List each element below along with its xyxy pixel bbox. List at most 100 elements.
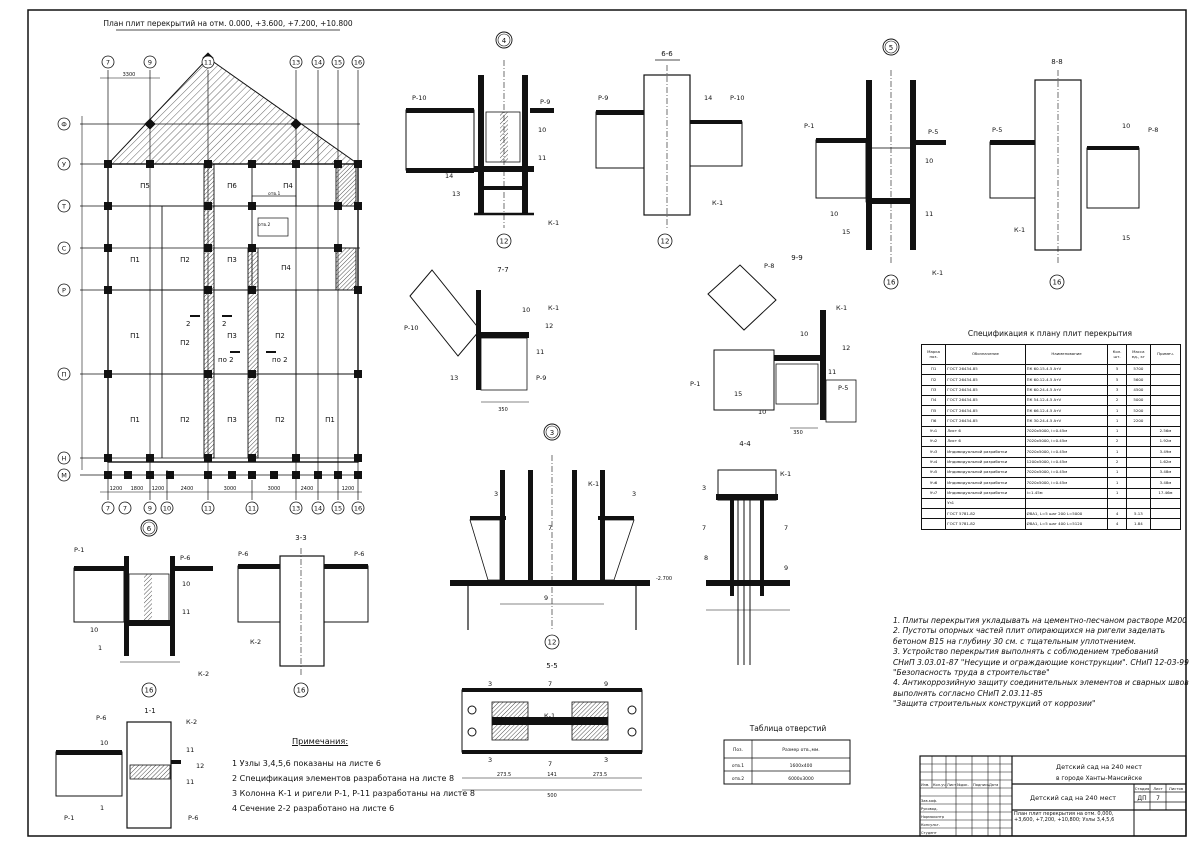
axis-label: Т: [61, 203, 66, 211]
spec-cell: П2: [920, 374, 947, 386]
spec-header: Наименование: [1024, 344, 1109, 365]
part-label: Р-6: [354, 550, 364, 558]
slab-label: П2: [275, 332, 285, 340]
slab-label: П2: [275, 416, 285, 424]
axis-label: 11: [204, 59, 212, 67]
part-number: 12: [196, 762, 204, 770]
notes-block: 1. Плиты перекрытия укладывать на цемент…: [893, 616, 1189, 710]
axis-label: 9: [148, 505, 152, 513]
part-number: 3: [488, 680, 492, 688]
part-number: 14: [445, 172, 453, 180]
spec-cell: ГОСТ 5781-82: [945, 518, 1026, 530]
part-label: Р-5: [928, 128, 938, 136]
spec-cell: Уч5: [920, 466, 947, 479]
spec-cell: [1125, 487, 1151, 499]
spec-cell: Уч3: [920, 446, 947, 458]
stamp-city: в городе Ханты-Мансийске: [1056, 775, 1142, 782]
spec-cell: ПК 30.24-4.5 АтV: [1024, 415, 1109, 427]
dim-label: 500: [547, 793, 557, 799]
slab-label: П3: [227, 416, 237, 424]
slab-label: П4: [283, 182, 293, 190]
spec-cell: [1149, 384, 1182, 396]
section-9-9: 9-9 350: [707, 254, 857, 436]
section-title: 6-6: [661, 50, 673, 58]
part-label: К-1: [780, 470, 791, 478]
openings-cell: отв.2: [732, 776, 744, 782]
stamp-building: Детский сад на 240 мест: [1030, 794, 1116, 802]
spec-cell: ГОСТ 26434-85: [945, 374, 1026, 386]
slab-label: П4: [281, 264, 291, 272]
node-4-section: 4 12: [405, 31, 554, 249]
axis-label: 11: [204, 505, 212, 513]
spec-cell: ГОСТ 26434-85: [945, 384, 1026, 396]
section-title: 4: [502, 37, 507, 45]
openings-cell: 1600х400: [790, 763, 813, 769]
axis-label: 14: [314, 59, 322, 67]
part-number: 11: [536, 348, 544, 356]
part-number: 15: [734, 390, 742, 398]
spec-cell: 1: [1107, 415, 1127, 427]
stamp-col: Изм.: [921, 783, 929, 787]
spec-cell: 2: [1107, 436, 1127, 448]
section-title: 9-9: [791, 254, 802, 262]
spec-header: Кол. шт.: [1107, 344, 1127, 365]
spec-cell: [1125, 497, 1151, 510]
spec-cell: [1149, 508, 1182, 520]
slab-label: П3: [227, 332, 237, 340]
spec-cell: [1149, 518, 1182, 530]
spec-cell: 2.56м: [1149, 425, 1182, 438]
section-7-7: 7-7 350: [409, 266, 529, 413]
part-label: Р-1: [64, 814, 74, 822]
spec-cell: [1149, 374, 1182, 386]
spec-cell: [920, 497, 947, 510]
spec-row: Уз1: [920, 497, 1182, 510]
slab-label: П5: [140, 182, 150, 190]
spec-cell: 1: [1107, 477, 1127, 489]
axis-label: 15: [334, 59, 342, 67]
primechania-item: 3 Колонна К-1 и ригели Р-1, Р-11 разрабо…: [232, 789, 475, 798]
section-title: 3-3: [295, 534, 306, 542]
axis-label: 12: [661, 238, 670, 246]
note-line: 2. Пустоты опорных частей плит опирающих…: [893, 626, 1166, 636]
axis-label: Ф: [61, 121, 67, 129]
axis-label: 15: [334, 505, 342, 513]
stamp-role: Студент: [921, 831, 937, 835]
part-number: 3: [702, 484, 706, 492]
part-number: 7: [548, 760, 552, 768]
part-number: 11: [538, 154, 546, 162]
part-number: 11: [186, 746, 194, 754]
spec-cell: Лист 6: [945, 425, 1026, 438]
spec-cell: [1125, 436, 1151, 448]
slab-label: П1: [130, 256, 140, 264]
spec-cell: 5700: [1125, 363, 1151, 376]
stamp-col: Дата: [989, 783, 998, 787]
spec-cell: [1149, 363, 1182, 376]
node-3-section: 3 -2.700 12: [450, 423, 672, 650]
axis-label: Р: [62, 287, 66, 295]
stamp-sheet: 7: [1156, 795, 1160, 802]
spec-cell: Уч7: [920, 487, 947, 499]
spec-cell: 7020х5000, i=0.45м: [1024, 477, 1109, 489]
spec-cell: 3.49м: [1149, 446, 1182, 458]
dim-label: 3000: [268, 486, 281, 492]
spec-cell: [1149, 405, 1182, 417]
slab-label: П2: [180, 416, 190, 424]
opening-label: отв.1: [268, 191, 280, 197]
note-line: 1. Плиты перекрытия укладывать на цемент…: [893, 616, 1188, 625]
spec-cell: [1125, 446, 1151, 458]
part-number: 9: [604, 680, 608, 688]
spec-header: Марка поз.: [920, 344, 947, 365]
part-label: Р-1: [74, 546, 84, 554]
title-block: Изм. Кол.уч Лист №док. Подпись Дата Зав.…: [919, 755, 1187, 837]
section-6-6: 6-6 12: [595, 50, 743, 249]
stamp-stage: ДП: [1137, 795, 1146, 802]
part-label: Р-9: [598, 94, 608, 102]
spec-header: Примеч.: [1149, 344, 1182, 365]
spec-cell: [1149, 394, 1182, 407]
spec-cell: 7020х5000, i=0.45м: [1024, 436, 1109, 448]
slab-label: П2: [180, 256, 190, 264]
